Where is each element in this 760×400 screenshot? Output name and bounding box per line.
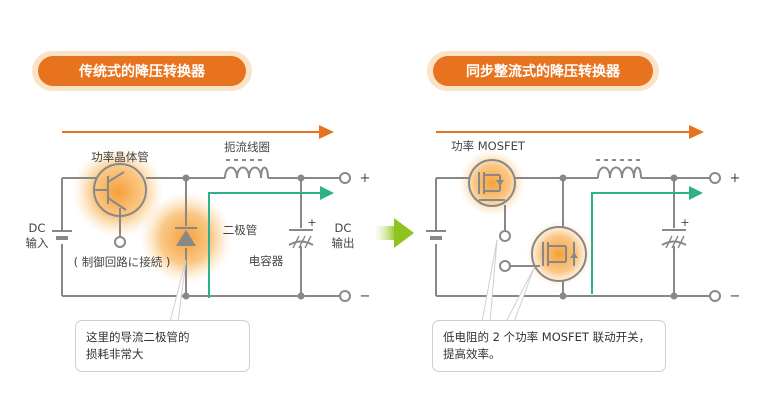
left-callout-line: 损耗非常大 [86, 347, 144, 361]
right-current-path [591, 186, 703, 294]
dc-input-battery-icon [52, 230, 72, 240]
right-dc-battery-icon [426, 230, 446, 240]
right-minus-label: − [730, 289, 741, 304]
high-side-mosfet-icon [468, 159, 516, 207]
right-choke-coil-icon [596, 159, 642, 179]
low-side-mosfet-icon [531, 226, 587, 282]
capacitor-icon [288, 229, 314, 249]
transistor-label: 功率晶体管 [91, 150, 149, 164]
left-flow-arrow [62, 125, 334, 139]
choke-coil-icon [224, 159, 269, 179]
power-transistor-icon [92, 163, 148, 217]
left-junctions [182, 174, 305, 300]
mosfet-label: 功率 MOSFET [451, 139, 526, 153]
right-capacitor-icon [661, 229, 687, 249]
dc-output-label: DC [335, 221, 352, 235]
left-terminals [114, 172, 351, 302]
right-callout-line: 提高效率。 [443, 347, 501, 361]
choke-coil-label: 扼流线圈 [224, 140, 270, 154]
mosfet-low-highlight [526, 221, 592, 287]
transition-arrow-icon [376, 218, 414, 248]
left-callout-line: 这里的导流二极管的 [86, 330, 190, 344]
dc-output-label-2: 输出 [332, 236, 355, 250]
right-callout: 低电阻的 2 个功率 MOSFET 联动开关， 提高效率。 [432, 320, 666, 372]
transistor-highlight [72, 146, 164, 238]
right-junctions [559, 174, 678, 300]
right-capacitor-plus-label: + [680, 216, 689, 229]
left-callout: 这里的导流二极管的 损耗非常大 [75, 320, 250, 372]
dc-input-label: DC [29, 221, 46, 235]
control-circuit-label: ( 制御回路に接続 ) [74, 255, 171, 269]
left-title: 传统式的降压转换器 [78, 63, 206, 80]
right-terminals [499, 172, 721, 302]
left-title-badge: 传统式的降压转换器 [32, 51, 252, 91]
right-title-badge: 同步整流式的降压转换器 [427, 51, 659, 91]
right-plus-label: + [730, 171, 741, 186]
right-flow-arrow [436, 125, 704, 139]
left-minus-label: − [360, 289, 371, 304]
right-callout-line: 低电阻的 2 个功率 MOSFET 联动开关， [443, 330, 651, 344]
capacitor-label: 电容器 [249, 254, 284, 268]
diode-icon [175, 227, 197, 246]
left-current-path [208, 186, 334, 298]
right-callout-pointer-1 [481, 239, 498, 323]
diode-label: 二极管 [223, 223, 258, 237]
right-title: 同步整流式的降压转换器 [466, 63, 621, 80]
capacitor-plus-label: + [307, 216, 316, 229]
dc-input-label-2: 输入 [26, 236, 49, 250]
left-plus-label: + [360, 171, 371, 186]
